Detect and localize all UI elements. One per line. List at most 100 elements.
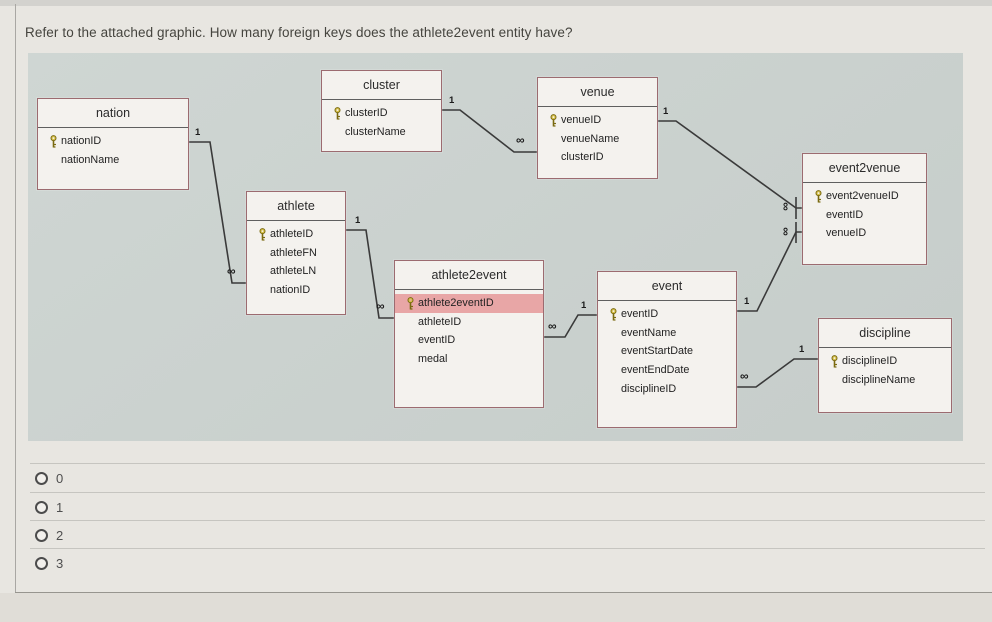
primary-key-icon [810, 189, 826, 203]
option-divider [30, 463, 985, 464]
answer-option-2[interactable]: 2 [30, 523, 970, 549]
primary-key-icon [402, 296, 418, 310]
field-name: nationName [61, 153, 120, 166]
primary-key-icon [254, 227, 270, 241]
top-strip [0, 0, 992, 6]
field-name: eventID [621, 308, 659, 321]
field-row: disciplineName [819, 371, 951, 390]
field-row: clusterID [538, 148, 657, 167]
field-row: eventID [395, 331, 543, 350]
primary-key-icon [605, 307, 621, 321]
field-name: clusterID [561, 151, 604, 164]
entity-title: athlete2event [395, 261, 543, 290]
field-name: eventStartDate [621, 345, 694, 358]
option-label: 2 [56, 528, 64, 543]
field-name: athlete2eventID [418, 297, 494, 310]
field-row: event2venueID [803, 187, 926, 206]
entity-athlete: athlete athleteID athleteFN athleteLN na… [246, 191, 346, 315]
field-row: eventStartDate [598, 342, 736, 361]
entity-title: athlete [247, 192, 345, 221]
cardinality-one-label: 1 [355, 215, 361, 226]
question-text: Refer to the attached graphic. How many … [25, 25, 573, 40]
cardinality-many-label: ∞ [740, 369, 749, 383]
entity-event2venue: event2venue event2venueID eventID venueI… [802, 153, 927, 265]
option-label: 3 [56, 556, 64, 571]
field-name: eventName [621, 326, 677, 339]
field-row: athleteFN [247, 244, 345, 263]
entity-event: event eventID eventName eventStartDate e… [597, 271, 737, 428]
field-row: nationID [247, 281, 345, 300]
cardinality-many-label: ∞ [376, 299, 385, 313]
field-row-highlighted: athlete2eventID [395, 294, 543, 313]
page-footer-area [0, 593, 992, 622]
primary-key-icon [329, 106, 345, 120]
entity-discipline: discipline disciplineID disciplineName [818, 318, 952, 413]
field-row: clusterName [322, 123, 441, 142]
radio-button[interactable] [35, 472, 48, 485]
field-name: disciplineName [842, 373, 916, 386]
field-name: clusterID [345, 107, 388, 120]
question-card-bottom-border [15, 592, 992, 593]
option-divider [30, 492, 985, 493]
entity-title: event [598, 272, 736, 301]
field-row: venueName [538, 130, 657, 149]
option-divider [30, 520, 985, 521]
entity-title: nation [38, 99, 188, 128]
field-name: clusterName [345, 125, 406, 138]
field-row: eventName [598, 324, 736, 343]
field-row: athleteID [247, 225, 345, 244]
field-name: athleteID [270, 228, 314, 241]
answer-option-3[interactable]: 3 [30, 551, 970, 577]
cardinality-one-label: 1 [663, 106, 669, 117]
field-name: event2venueID [826, 190, 899, 203]
field-name: eventEndDate [621, 364, 690, 377]
field-name: venueName [561, 132, 620, 145]
radio-button[interactable] [35, 529, 48, 542]
cardinality-many-label: ∞ [516, 133, 525, 147]
radio-button[interactable] [35, 557, 48, 570]
entity-cluster: cluster clusterID clusterName [321, 70, 442, 152]
option-divider [30, 548, 985, 549]
field-row: medal [395, 350, 543, 369]
field-name: medal [418, 353, 448, 366]
entity-title: discipline [819, 319, 951, 348]
entity-title: cluster [322, 71, 441, 100]
field-row: eventID [598, 305, 736, 324]
field-name: athleteFN [270, 246, 317, 259]
cardinality-one-label: 1 [195, 127, 201, 138]
field-row: athleteLN [247, 262, 345, 281]
cardinality-many-label: ∞ [548, 319, 557, 333]
field-row: disciplineID [819, 352, 951, 371]
field-name: disciplineID [621, 382, 677, 395]
answer-option-1[interactable]: 1 [30, 495, 970, 521]
field-row: eventEndDate [598, 361, 736, 380]
primary-key-icon [545, 113, 561, 127]
cardinality-one-label: 1 [581, 300, 587, 311]
entity-title: venue [538, 78, 657, 107]
radio-button[interactable] [35, 501, 48, 514]
field-row: venueID [803, 224, 926, 243]
cardinality-one-label: 1 [744, 296, 750, 307]
field-row: disciplineID [598, 379, 736, 398]
field-name: eventID [418, 334, 456, 347]
field-row: venueID [538, 111, 657, 130]
field-name: eventID [826, 208, 864, 221]
option-label: 0 [56, 471, 64, 486]
field-row: athleteID [395, 313, 543, 332]
cardinality-many-label: ∞ [227, 264, 236, 278]
cardinality-many-label: ∞ [778, 202, 793, 211]
field-name: disciplineID [842, 355, 898, 368]
answer-option-0[interactable]: 0 [30, 466, 970, 492]
entity-venue: venue venueID venueName clusterID [537, 77, 658, 179]
entity-nation: nation nationID nationName [37, 98, 189, 190]
field-row: nationName [38, 151, 188, 170]
entity-title: event2venue [803, 154, 926, 183]
cardinality-one-label: 1 [799, 344, 805, 355]
field-row: eventID [803, 206, 926, 225]
entity-athlete2event: athlete2event athlete2eventID athleteID … [394, 260, 544, 408]
field-row: nationID [38, 132, 188, 151]
question-card-left-border [15, 4, 16, 593]
field-name: venueID [826, 227, 867, 240]
cardinality-many-label: ∞ [778, 227, 793, 236]
